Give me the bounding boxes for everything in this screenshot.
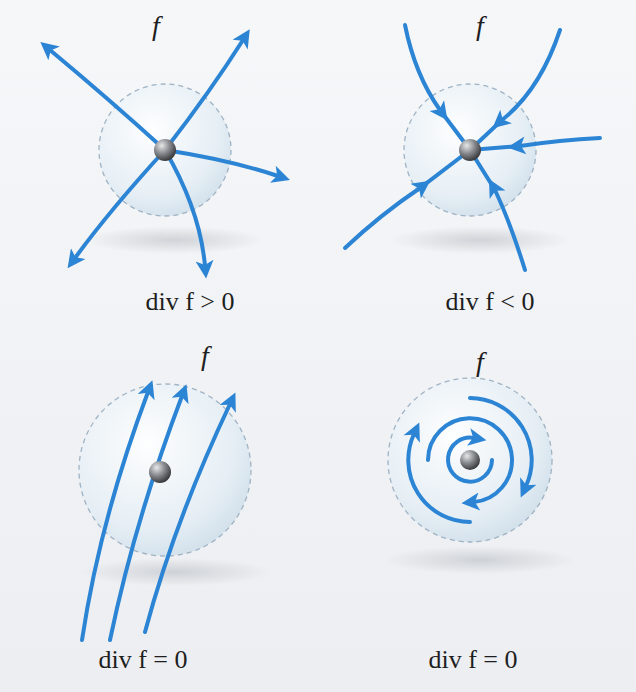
sphere: [388, 378, 552, 542]
field-arrow: [165, 150, 205, 266]
field-arrow: [82, 392, 148, 640]
point-charge: [459, 139, 481, 161]
divergence-caption: div f = 0: [428, 646, 517, 675]
field-label: f: [473, 11, 487, 42]
field-arrow: [405, 25, 470, 150]
divergence-caption: div f < 0: [445, 288, 534, 317]
sphere: [404, 84, 536, 216]
shadow: [385, 546, 575, 574]
field-arrow: [50, 50, 165, 150]
field-arrow: [470, 398, 532, 486]
shadow: [85, 226, 265, 254]
divergence-caption: div f = 0: [98, 646, 187, 675]
field-arrow: [75, 150, 165, 258]
point-charge: [460, 450, 480, 470]
field-arrow: [165, 150, 278, 176]
field-arrow: [428, 418, 512, 502]
field-arrow: [470, 138, 600, 150]
sphere: [99, 84, 231, 216]
field-arrow: [145, 404, 230, 632]
point-charge: [154, 139, 176, 161]
point-charge: [149, 461, 171, 483]
field-arrow: [408, 434, 470, 522]
field-arrow: [110, 396, 182, 640]
field-arrow: [470, 150, 525, 270]
field-arrow: [345, 150, 470, 248]
field-label: f: [198, 341, 212, 372]
field-arrow: [448, 438, 492, 482]
field-label: f: [473, 347, 487, 378]
field-arrow: [470, 30, 560, 150]
field-arrow: [165, 40, 243, 150]
field-label: f: [149, 11, 163, 42]
shadow: [390, 226, 570, 254]
shadow: [80, 558, 270, 586]
divergence-caption: div f > 0: [145, 288, 234, 317]
